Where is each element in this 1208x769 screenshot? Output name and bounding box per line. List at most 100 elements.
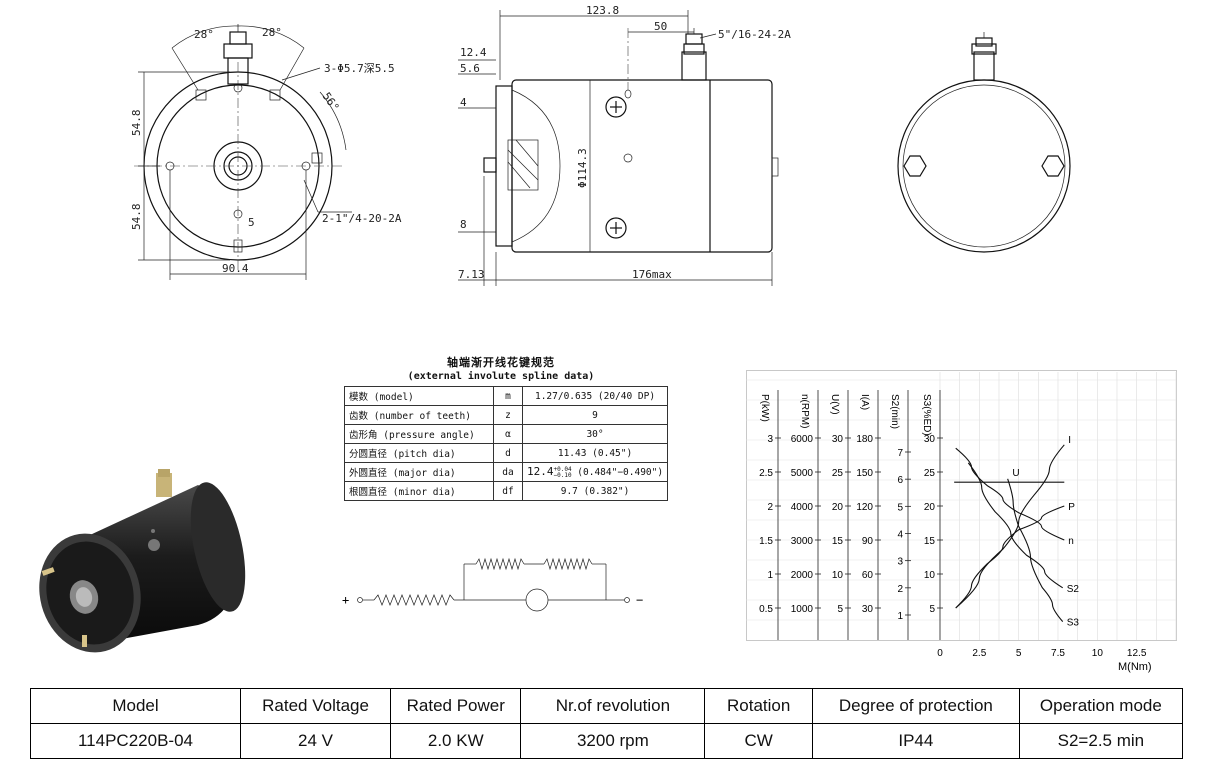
axis-tick-label: 180 (856, 434, 873, 445)
axis-tick-label: 5 (837, 604, 843, 615)
dim-angle-left: 28° (194, 28, 214, 41)
spline-row: 模数 (model) m 1.27/0.635 (20/40 DP) (344, 386, 669, 406)
spline-row: 根圆直径 (minor dia) df 9.7 (0.382") (344, 481, 669, 501)
axis-tick-label: 10 (924, 570, 936, 581)
axis-tick-label: 15 (924, 536, 936, 547)
dim-lower-height: 54.8 (130, 204, 143, 231)
axis-tick-label: 2.5 (759, 468, 773, 479)
spline-symbol: d (493, 443, 523, 463)
dim-holes: 3-Φ5.7深5.5 (324, 62, 395, 75)
x-tick-label: 12.5 (1127, 648, 1147, 659)
x-tick-label: 10 (1092, 648, 1104, 659)
value-protection: IP44 (811, 723, 1020, 759)
axis-tick-label: 20 (924, 502, 936, 513)
dim-terminal-offset: 50 (654, 20, 667, 33)
dim-thread: 2-1"/4-20-2A (322, 212, 402, 225)
header-rated-voltage: Rated Voltage (239, 688, 392, 724)
axis-label: n(RPM) (799, 394, 810, 428)
axis-tick-label: 7 (897, 448, 903, 459)
axis-tick-label: 1 (897, 611, 903, 622)
header-model: Model (30, 688, 241, 724)
value-rated-power: 2.0 KW (390, 723, 522, 759)
dim-8: 8 (460, 218, 467, 231)
axis-tick-label: 10 (832, 570, 844, 581)
spline-param: 齿数 (number of teeth) (344, 405, 494, 425)
spline-symbol: m (493, 386, 523, 406)
spline-subtitle: (external involute spline data) (407, 371, 595, 382)
spline-param: 外圆直径 (major dia) (344, 462, 494, 482)
series-line-p (955, 505, 1065, 609)
spline-symbol: α (493, 424, 523, 444)
spline-row: 外圆直径 (major dia) da 12.4+0.04−0.10 (0.48… (344, 462, 669, 482)
axis-tick-label: 3 (897, 557, 903, 568)
side-view-drawing: 123.8 50 5"/16-24-2A 12.4 5.6 4 Φ114.3 8… (458, 4, 791, 286)
axis-tick-label: 1000 (791, 604, 814, 615)
axis-tick-label: 5000 (791, 468, 814, 479)
rear-view-drawing (897, 32, 1071, 253)
axis-tick-label: 3000 (791, 536, 814, 547)
series-line-s3 (1007, 478, 1064, 622)
dim-angle-56: 56° (320, 90, 342, 114)
axis-tick-label: 2 (767, 502, 773, 513)
series-label-n: n (1068, 536, 1074, 547)
spline-value: 11.43 (0.45") (521, 443, 669, 463)
series-line-n (955, 447, 1065, 541)
major-dia-value: 12.4 (527, 465, 554, 479)
rear-view-geometry (897, 32, 1071, 253)
spline-table: 模数 (model) m 1.27/0.635 (20/40 DP) 齿数 (n… (344, 386, 669, 501)
x-tick-label: 2.5 (972, 648, 986, 659)
axis-tick-label: 90 (862, 536, 874, 547)
dim-width: 90.4 (222, 262, 249, 275)
chart-frame (746, 370, 1177, 641)
spline-value: 12.4+0.04−0.10 (0.484"−0.490") (521, 462, 669, 482)
dim-5-6: 5.6 (460, 62, 480, 75)
spline-symbol: da (493, 462, 523, 482)
dim-length-top: 123.8 (586, 4, 619, 17)
axis-tick-label: 2000 (791, 570, 814, 581)
spline-param: 根圆直径 (minor dia) (344, 481, 494, 501)
spline-param: 分圆直径 (pitch dia) (344, 443, 494, 463)
front-view-drawing: 28° 28° 3-Φ5.7深5.5 56° 54.8 54.8 5 2-1"/… (130, 24, 402, 280)
motor-body (39, 469, 246, 653)
series-label-u: U (1012, 468, 1019, 479)
header-revolution: Nr.of revolution (520, 688, 706, 724)
wiring-diagram: + − (342, 557, 643, 612)
axis-tick-label: 6000 (791, 434, 814, 445)
axis-tick-label: 1 (767, 570, 773, 581)
axis-tick-label: 15 (832, 536, 844, 547)
axis-label: I(A) (859, 394, 870, 410)
axis-tick-label: 60 (862, 570, 874, 581)
axis-tick-label: 30 (924, 434, 936, 445)
axis-tick-label: 20 (832, 502, 844, 513)
axis-tick-label: 5 (897, 502, 903, 513)
series-line-s2 (967, 462, 1064, 589)
axis-tick-label: 2 (897, 584, 903, 595)
axis-tick-label: 1.5 (759, 536, 773, 547)
axis-tick-label: 30 (832, 434, 844, 445)
axis-label: S2(min) (889, 394, 900, 429)
major-dia-inch: (0.484"−0.490") (577, 467, 664, 479)
value-rated-voltage: 24 V (239, 723, 392, 759)
series-label-p: P (1068, 502, 1075, 513)
x-tick-label: 5 (1016, 648, 1022, 659)
spline-symbol: z (493, 405, 523, 425)
performance-chart: P(kW)0.511.522.53n(RPM)10002000300040005… (746, 370, 1177, 673)
tolerance-lower: −0.10 (553, 471, 572, 479)
axis-tick-label: 25 (832, 468, 844, 479)
side-view-geometry (458, 10, 779, 286)
spline-value: 1.27/0.635 (20/40 DP) (521, 386, 669, 406)
series-label-s3: S3 (1067, 618, 1080, 629)
axis-tick-label: 0.5 (759, 604, 773, 615)
spline-value: 9 (521, 405, 669, 425)
axis-label: U(V) (829, 394, 840, 415)
minus-terminal-label: − (636, 593, 643, 607)
x-tick-label: 7.5 (1051, 648, 1065, 659)
axis-tick-label: 150 (856, 468, 873, 479)
value-operation-mode: S2=2.5 min (1018, 723, 1184, 759)
spline-symbol: df (493, 481, 523, 501)
spline-row: 分圆直径 (pitch dia) d 11.43 (0.45") (344, 443, 669, 463)
value-model: 114PC220B-04 (30, 723, 241, 759)
axis-tick-label: 120 (856, 502, 873, 513)
dim-7-13: 7.13 (458, 268, 485, 281)
axis-tick-label: 30 (862, 604, 874, 615)
